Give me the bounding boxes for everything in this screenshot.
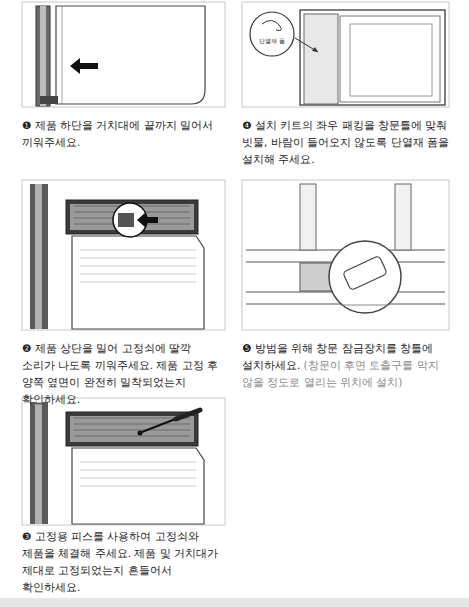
panel-slide-in-part (22, 2, 225, 107)
panel-screw-part (35, 402, 42, 524)
panel-foam-part (250, 12, 294, 56)
panel-push-top-part (137, 212, 158, 228)
step-caption: ❹ 설치 키트의 좌우 패킹을 창문틀에 맞춰 빗물, 바람이 들어오지 않도록… (242, 117, 452, 168)
panel-push-top-part (72, 236, 204, 329)
caption-text: ❹ 설치 키트의 좌우 패킹을 창문틀에 맞춰 빗물, 바람이 들어오지 않도록… (242, 119, 449, 165)
footer-bar (0, 598, 469, 607)
panel-slide-in-part (40, 96, 58, 104)
panel-foam-part (242, 2, 449, 107)
panel-screw-part (80, 462, 196, 486)
panel-lock-part (242, 180, 449, 330)
panel-push-top-part (30, 184, 48, 329)
caption-text: ❸ 고정용 피스를 사용하여 고정쇠와 제품을 체결해 주세요. 제품 및 거치… (22, 530, 218, 593)
panel-lock-part (329, 241, 401, 313)
panel-lock-part (300, 184, 316, 250)
panel-slide-in-part (56, 6, 205, 104)
panel-foam (242, 2, 449, 107)
panel-slide-in-part (40, 6, 46, 106)
panel-screw-part (176, 410, 200, 419)
step-caption: ❸ 고정용 피스를 사용하여 고정쇠와 제품을 체결해 주세요. 제품 및 거치… (22, 528, 227, 596)
step-caption: ❺ 방범을 위해 창문 잠금장치를 창틀에 설치하세요.(창문이 후면 토출구를… (242, 340, 452, 391)
panel-foam-part (340, 16, 440, 102)
panel-screw-part (74, 418, 190, 436)
panel-lock (242, 180, 449, 330)
panel-lock-part (343, 255, 388, 290)
panel-push-top (22, 180, 225, 330)
panel-screw (22, 398, 225, 525)
panel-foam-part (262, 20, 281, 30)
step-caption: ❷ 제품 상단을 밀어 고정쇠에 딸깍 소리가 나도록 끼워주세요. 제품 고정… (22, 340, 227, 408)
panel-lock-part (340, 305, 390, 306)
panel-foam-part (304, 14, 338, 104)
panel-foam-part (300, 10, 445, 105)
panel-screw-part (30, 402, 48, 524)
panel-slide-in-part (36, 6, 50, 106)
panel-push-top-part (35, 184, 42, 329)
panel-screw-part (72, 448, 204, 524)
caption-text: ❶ 제품 하단을 거치대에 끝까지 밀어서 끼워주세요. (22, 119, 213, 148)
panel-slide-in-part (70, 58, 98, 74)
caption-text: ❷ 제품 상단을 밀어 고정쇠에 딸깍 소리가 나도록 끼워주세요. 제품 고정… (22, 342, 218, 405)
panel-slide-in (22, 2, 225, 107)
panel-push-top-part (118, 213, 134, 227)
panel-screw-part (22, 398, 225, 525)
panel-screw-part (138, 431, 143, 436)
panel-push-top-part (80, 250, 196, 282)
panel-lock-part (395, 184, 411, 250)
caption-text: 단열재 폼 (259, 37, 285, 44)
step-caption: ❶ 제품 하단을 거치대에 끝까지 밀어서 끼워주세요. (22, 117, 227, 151)
panel-push-top-part (22, 180, 225, 330)
callout-label: 단열재 폼 (252, 37, 292, 44)
panel-foam-part (295, 38, 318, 52)
panel-foam-part (350, 24, 432, 96)
panel-screw-part (142, 418, 178, 432)
panel-foam-part (312, 47, 318, 52)
panel-slide-in-part (62, 6, 63, 104)
